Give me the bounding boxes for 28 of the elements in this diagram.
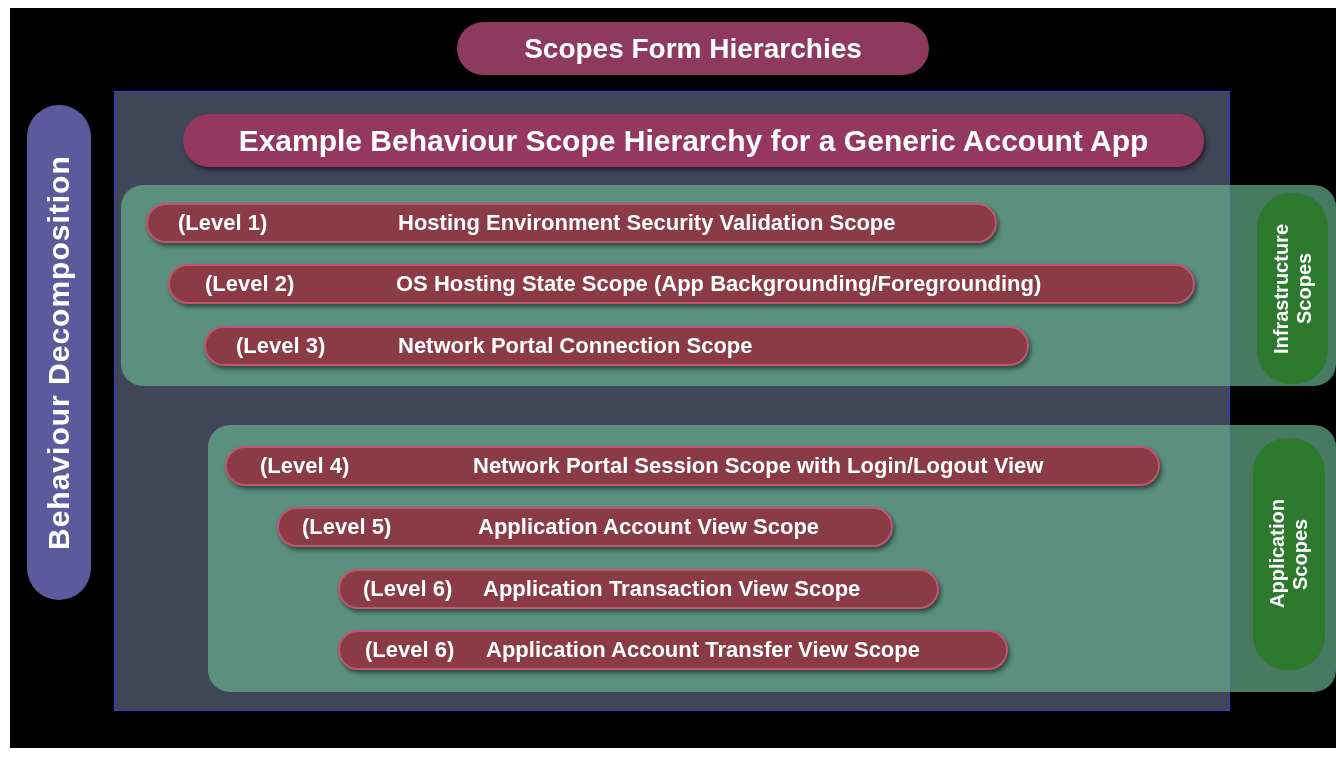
scope-pill — [168, 264, 1195, 304]
level-label: (Level 2) — [205, 271, 295, 297]
group-label-pill: Application Scopes — [1253, 438, 1325, 670]
scope-pill — [338, 630, 1008, 670]
group-label-pill: Behaviour Decomposition — [27, 105, 91, 600]
group-label-pill: Infrastructure Scopes — [1257, 193, 1328, 384]
scope-name: Network Portal Connection Scope — [398, 333, 753, 359]
scope-pill — [225, 446, 1160, 486]
scope-pill — [146, 203, 997, 243]
scope-name: Application Account View Scope — [478, 514, 820, 540]
scope-pill — [338, 569, 939, 609]
scope-name: Application Account Transfer View Scope — [486, 637, 920, 663]
level-label: (Level 6) — [363, 576, 453, 602]
level-label: (Level 1) — [178, 210, 268, 236]
scope-pill — [277, 507, 893, 547]
scope-name: OS Hosting State Scope (App Backgrounding/Foregrounding) — [396, 271, 1042, 297]
scope-group-band — [121, 185, 1336, 386]
level-label: (Level 6) — [365, 637, 455, 663]
title-banner: Scopes Form Hierarchies — [457, 22, 929, 75]
scope-name: Application Transaction View Scope — [483, 576, 861, 602]
scope-name: Hosting Environment Security Validation Scope — [398, 210, 896, 236]
scope-pill — [204, 326, 1029, 366]
level-label: (Level 5) — [302, 514, 392, 540]
heading-banner: Example Behaviour Scope Hierarchy for a Generic Account App — [183, 114, 1204, 167]
scope-group-band — [208, 425, 1336, 692]
scope-name: Network Portal Session Scope with Login/Logout View — [473, 453, 1044, 479]
level-label: (Level 4) — [260, 453, 350, 479]
level-label: (Level 3) — [236, 333, 326, 359]
